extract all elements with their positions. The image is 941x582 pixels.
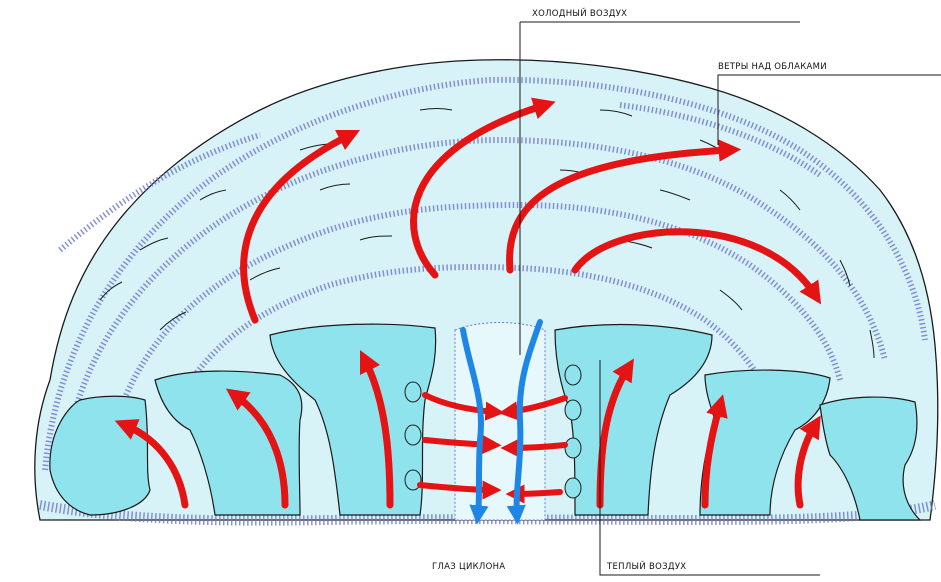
label-winds-above-clouds: ветры над облаками <box>718 62 827 72</box>
label-warm-air: теплый воздух <box>607 562 686 572</box>
label-eye-of-cyclone: глаз циклона <box>432 562 505 572</box>
label-cold-air: холодный воздух <box>532 9 627 19</box>
tower-far-left <box>50 396 150 515</box>
